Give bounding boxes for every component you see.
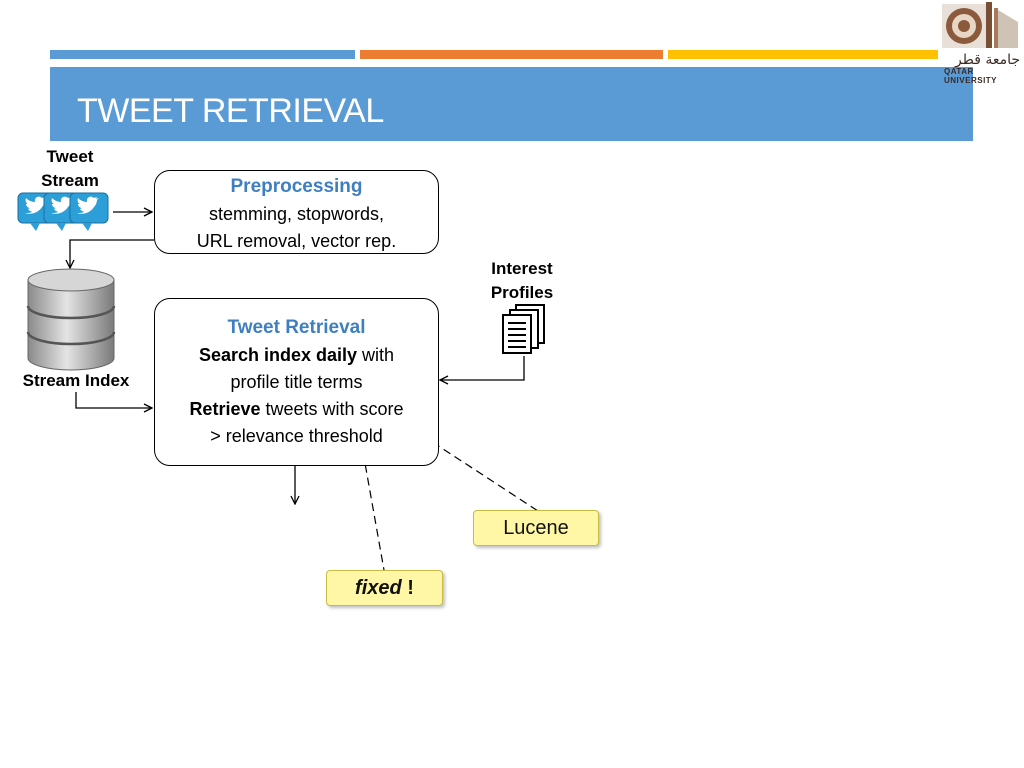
title-band: TWEET RETRIEVAL	[50, 67, 973, 141]
tweet-stream-label-line2: Stream	[41, 171, 99, 190]
documents-icon	[502, 304, 545, 354]
logo-english-text: QATAR UNIVERSITY	[944, 67, 998, 85]
stream-index-label: Stream Index	[22, 371, 130, 390]
slide-title: TWEET RETRIEVAL	[77, 92, 384, 130]
tweet-retrieval-box: Tweet Retrieval Search index daily with …	[154, 298, 439, 466]
preprocessing-box: Preprocessing stemming, stopwords, URL r…	[154, 170, 439, 254]
tweet-retrieval-line1: Search index daily with	[155, 342, 438, 369]
top-bar-orange	[360, 50, 663, 59]
tweet-retrieval-line3: Retrieve tweets with score	[155, 396, 438, 423]
top-bar-blue	[50, 50, 355, 59]
search-index-daily-text: Search index daily	[198, 345, 358, 365]
top-bar-yellow	[668, 50, 938, 59]
tweet-retrieval-title: Tweet Retrieval	[227, 317, 366, 338]
database-icon	[26, 268, 116, 371]
arrow-preprocessing-to-index	[70, 239, 154, 268]
fixed-note: fixed !	[326, 570, 443, 606]
university-emblem-icon	[942, 2, 1018, 48]
logo-arabic-text: جامعة قطر	[955, 52, 1021, 68]
arrow-index-to-retrieval	[75, 392, 152, 408]
interest-profiles-line1: Interest	[491, 259, 553, 278]
with-text: with	[357, 345, 395, 365]
tweet-retrieval-line4: > relevance threshold	[210, 426, 383, 446]
preprocessing-title: Preprocessing	[230, 176, 363, 197]
lucene-note: Lucene	[473, 510, 599, 546]
fixed-exclamation: !	[401, 577, 414, 599]
tweet-retrieval-line2: profile title terms	[230, 372, 363, 392]
tweet-stream-label: Tweet Stream	[30, 145, 110, 193]
interest-profiles-line2: Profiles	[490, 283, 554, 302]
preprocessing-line1: stemming, stopwords,	[208, 204, 385, 224]
arrow-profiles-to-retrieval	[440, 356, 525, 380]
retrieve-text: Retrieve	[189, 399, 261, 419]
tweets-with-score-text: tweets with score	[260, 399, 404, 419]
twitter-bird-icon	[17, 192, 109, 231]
fixed-word: fixed	[355, 577, 402, 599]
dashed-line-fixed	[362, 451, 385, 571]
tweet-stream-label-line1: Tweet	[46, 147, 94, 166]
interest-profiles-label: Interest Profiles	[478, 257, 566, 305]
preprocessing-line2: URL removal, vector rep.	[196, 231, 397, 251]
